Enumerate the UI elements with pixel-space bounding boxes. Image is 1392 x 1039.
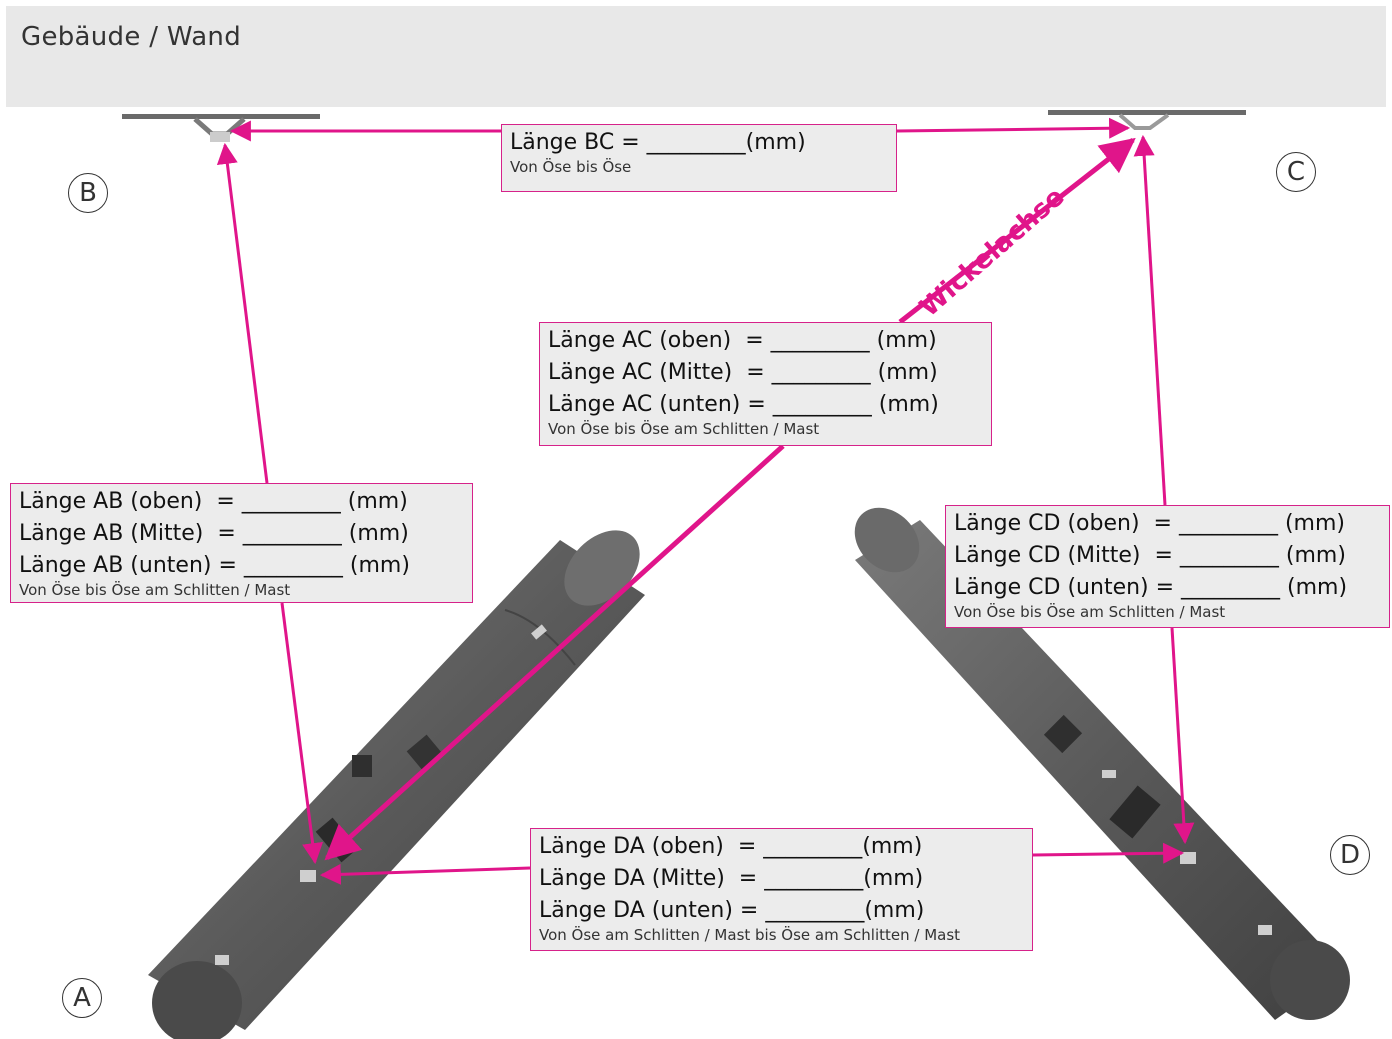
da-row-bottom: Länge DA (unten) = _________(mm)	[539, 898, 925, 923]
building-wall: Gebäude / Wand	[6, 6, 1386, 107]
ac-row-middle: Länge AC (Mitte) = _________ (mm)	[548, 360, 938, 385]
arrow-ac-down	[324, 444, 785, 861]
da-note: Von Öse am Schlitten / Mast bis Öse am S…	[539, 926, 961, 944]
arrow-da-left	[319, 863, 531, 885]
left-mast	[148, 530, 645, 1039]
right-mast	[854, 507, 1350, 1020]
arrow-cd-down	[1170, 627, 1195, 845]
box-length-da: Länge DA (oben) = _________(mm) Länge DA…	[530, 828, 1033, 951]
point-c-label: C	[1276, 152, 1316, 192]
box-length-ac: Länge AC (oben) = _________ (mm) Länge A…	[539, 322, 992, 446]
arrow-bc-right	[896, 117, 1131, 139]
da-row-middle: Länge DA (Mitte) = _________(mm)	[539, 866, 924, 891]
arrow-ab-up	[216, 142, 269, 484]
cd-row-bottom: Länge CD (unten) = _________ (mm)	[954, 575, 1348, 600]
cd-row-middle: Länge CD (Mitte) = _________ (mm)	[954, 543, 1346, 568]
ab-row-bottom: Länge AB (unten) = _________ (mm)	[19, 553, 410, 578]
da-row-top: Länge DA (oben) = _________(mm)	[539, 834, 923, 859]
box-length-bc: Länge BC = _________(mm) Von Öse bis Öse	[501, 124, 897, 192]
arrow-ac-up	[898, 137, 1136, 324]
cd-row-top: Länge CD (oben) = _________ (mm)	[954, 511, 1345, 536]
point-b-label: B	[68, 173, 108, 213]
bracket-c	[1048, 110, 1246, 130]
ab-row-middle: Länge AB (Mitte) = _________ (mm)	[19, 521, 409, 546]
box-length-cd: Länge CD (oben) = _________ (mm) Länge C…	[945, 505, 1390, 628]
bc-note: Von Öse bis Öse	[510, 158, 632, 176]
arrow-ab-down	[280, 602, 324, 865]
point-d-label: D	[1330, 835, 1370, 875]
bracket-b	[122, 114, 320, 142]
box-length-ab: Länge AB (oben) = _________ (mm) Länge A…	[10, 483, 473, 603]
ac-note: Von Öse bis Öse am Schlitten / Mast	[548, 420, 820, 438]
arrow-da-right	[1032, 842, 1185, 864]
bc-row-1: Länge BC = _________(mm)	[510, 130, 806, 155]
wall-label: Gebäude / Wand	[21, 22, 242, 52]
cd-note: Von Öse bis Öse am Schlitten / Mast	[954, 603, 1226, 621]
point-a-label: A	[62, 978, 102, 1018]
ab-note: Von Öse bis Öse am Schlitten / Mast	[19, 581, 291, 599]
ac-row-bottom: Länge AC (unten) = _________ (mm)	[548, 392, 939, 417]
arrow-cd-up	[1133, 134, 1167, 506]
ac-row-top: Länge AC (oben) = _________ (mm)	[548, 328, 937, 353]
ab-row-top: Länge AB (oben) = _________ (mm)	[19, 489, 408, 514]
